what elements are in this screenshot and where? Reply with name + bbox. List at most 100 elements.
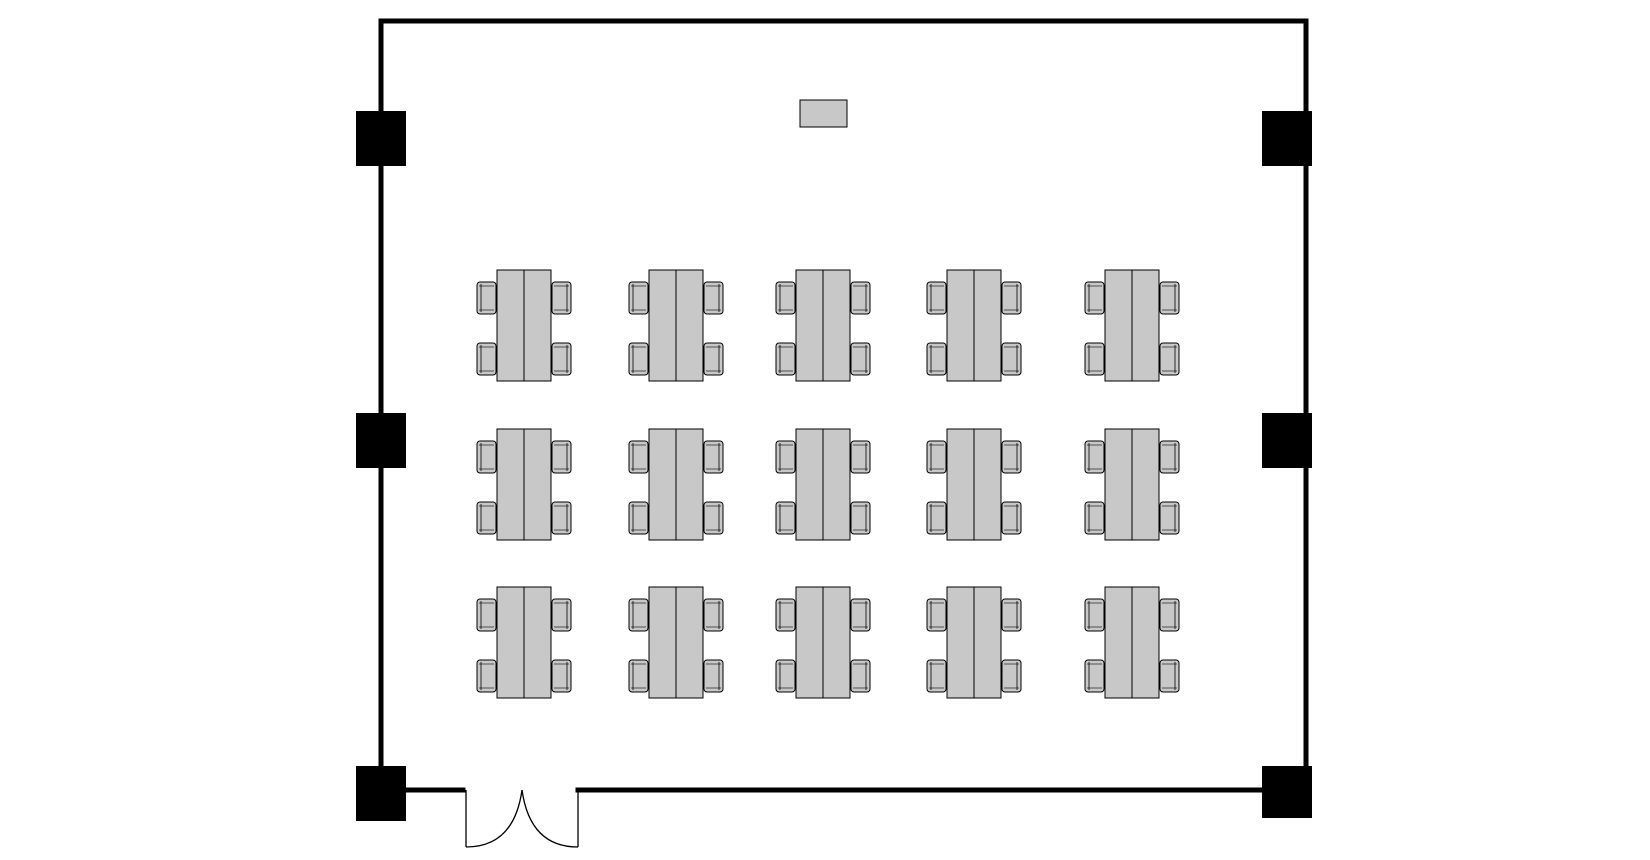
chair-seat (1084, 501, 1105, 535)
chair (1159, 659, 1180, 693)
chair-seat (476, 440, 497, 474)
chair (775, 598, 796, 632)
chair (1001, 501, 1022, 535)
chair (476, 342, 497, 376)
table (1104, 428, 1133, 541)
chair-seat (1159, 440, 1180, 474)
chair-seat (1001, 440, 1022, 474)
table-group (628, 269, 724, 382)
chair (926, 659, 947, 693)
chair-seat (1001, 281, 1022, 315)
chair (1001, 342, 1022, 376)
chair-seat (775, 440, 796, 474)
chair-seat (1084, 281, 1105, 315)
table-group (926, 586, 1022, 699)
table (946, 269, 975, 382)
chair (1084, 659, 1105, 693)
chair (703, 440, 724, 474)
chair-seat (703, 598, 724, 632)
chair (476, 281, 497, 315)
chair-seat (1159, 598, 1180, 632)
table (523, 586, 552, 699)
table (675, 428, 704, 541)
chair (476, 659, 497, 693)
presenter-table-group (799, 99, 848, 128)
chair (476, 598, 497, 632)
table (675, 586, 704, 699)
column-block (1262, 413, 1312, 468)
chair-seat (850, 659, 871, 693)
chair (775, 342, 796, 376)
chair-seat (775, 659, 796, 693)
table (795, 428, 824, 541)
chair-seat (476, 281, 497, 315)
chair (850, 342, 871, 376)
table-group (628, 586, 724, 699)
chair (628, 281, 649, 315)
table (675, 269, 704, 382)
chair-seat (1159, 659, 1180, 693)
chair-seat (551, 342, 572, 376)
chair-seat (850, 342, 871, 376)
chair-seat (476, 342, 497, 376)
chair (926, 598, 947, 632)
chair-seat (1001, 598, 1022, 632)
chair (476, 501, 497, 535)
chair (1001, 281, 1022, 315)
chair-seat (703, 342, 724, 376)
table-group (775, 269, 871, 382)
chair-seat (926, 598, 947, 632)
table-group (1084, 586, 1180, 699)
table (822, 586, 851, 699)
chair (1084, 598, 1105, 632)
table (946, 428, 975, 541)
table (523, 428, 552, 541)
table-group (628, 428, 724, 541)
table (523, 269, 552, 382)
chair-seat (775, 501, 796, 535)
table (1104, 269, 1133, 382)
chair-seat (551, 598, 572, 632)
table (496, 586, 525, 699)
chair-seat (628, 598, 649, 632)
chair (551, 440, 572, 474)
table-group (476, 428, 572, 541)
column-block (1262, 766, 1312, 818)
table (795, 269, 824, 382)
chair (1159, 598, 1180, 632)
door-swing-arc-right (521, 789, 579, 848)
table (648, 428, 677, 541)
table-group (775, 428, 871, 541)
table-groups (476, 269, 1180, 699)
chair (551, 501, 572, 535)
chair-seat (1084, 342, 1105, 376)
chair-seat (1084, 598, 1105, 632)
chair (1084, 440, 1105, 474)
chair (1084, 501, 1105, 535)
entrance-door (465, 789, 579, 848)
chair-seat (628, 501, 649, 535)
chair (1159, 281, 1180, 315)
chair-seat (926, 281, 947, 315)
chair (926, 342, 947, 376)
table-group (476, 586, 572, 699)
chair-seat (703, 440, 724, 474)
door-swing-arc-left (465, 789, 523, 848)
chair (1084, 342, 1105, 376)
chair-seat (1159, 342, 1180, 376)
chair-seat (850, 440, 871, 474)
table (973, 269, 1002, 382)
chair (628, 598, 649, 632)
chair-seat (551, 440, 572, 474)
chair-seat (1001, 659, 1022, 693)
column-block (1262, 111, 1312, 166)
chair-seat (703, 281, 724, 315)
chair (775, 281, 796, 315)
chair-seat (628, 440, 649, 474)
chair-seat (1084, 440, 1105, 474)
chair (551, 342, 572, 376)
chair (1001, 440, 1022, 474)
chair (1001, 598, 1022, 632)
structural-columns (356, 111, 1312, 821)
